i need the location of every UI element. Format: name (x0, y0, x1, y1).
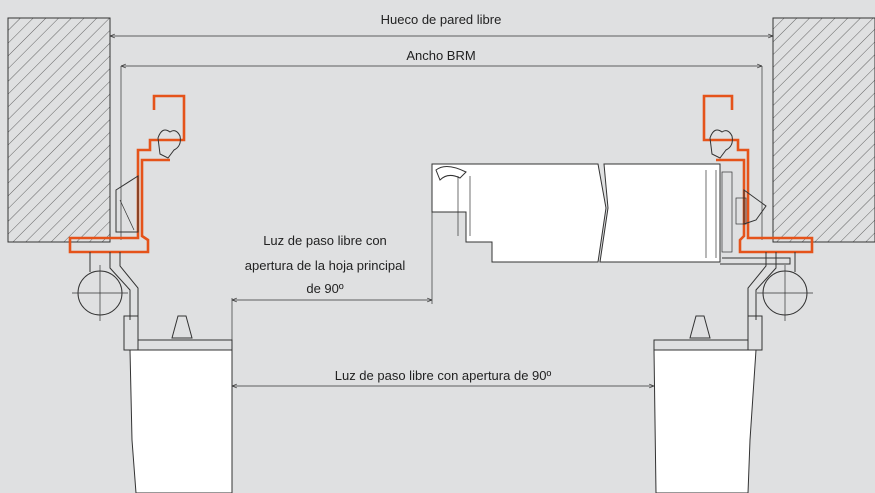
brm-width-label: Ancho BRM (406, 48, 475, 63)
brm-width-dimension: Ancho BRM (120, 48, 763, 240)
wall-opening-dimension: Hueco de pared libre (110, 12, 773, 36)
main-door-leaf (431, 163, 791, 265)
clear-passage-90-dimension: Luz de paso libre con apertura de 90º (232, 368, 654, 386)
clear-passage-main-leaf-line3: de 90º (306, 281, 344, 296)
left-frame-profile (68, 94, 186, 254)
wall-opening-label: Hueco de pared libre (381, 12, 502, 27)
right-wall (772, 17, 875, 243)
clear-passage-main-leaf-dimension: Luz de paso libre con apertura de la hoj… (231, 212, 433, 350)
clear-passage-main-leaf-line1: Luz de paso libre con (263, 233, 387, 248)
right-open-leaf (653, 315, 763, 493)
left-open-leaf (123, 315, 233, 493)
clear-passage-main-leaf-line2: apertura de la hoja principal (245, 258, 406, 273)
right-frame-profile (702, 94, 814, 254)
left-wall (7, 17, 111, 243)
left-hinge (72, 252, 139, 321)
clear-passage-90-label: Luz de paso libre con apertura de 90º (335, 368, 552, 383)
right-hinge (747, 252, 813, 321)
